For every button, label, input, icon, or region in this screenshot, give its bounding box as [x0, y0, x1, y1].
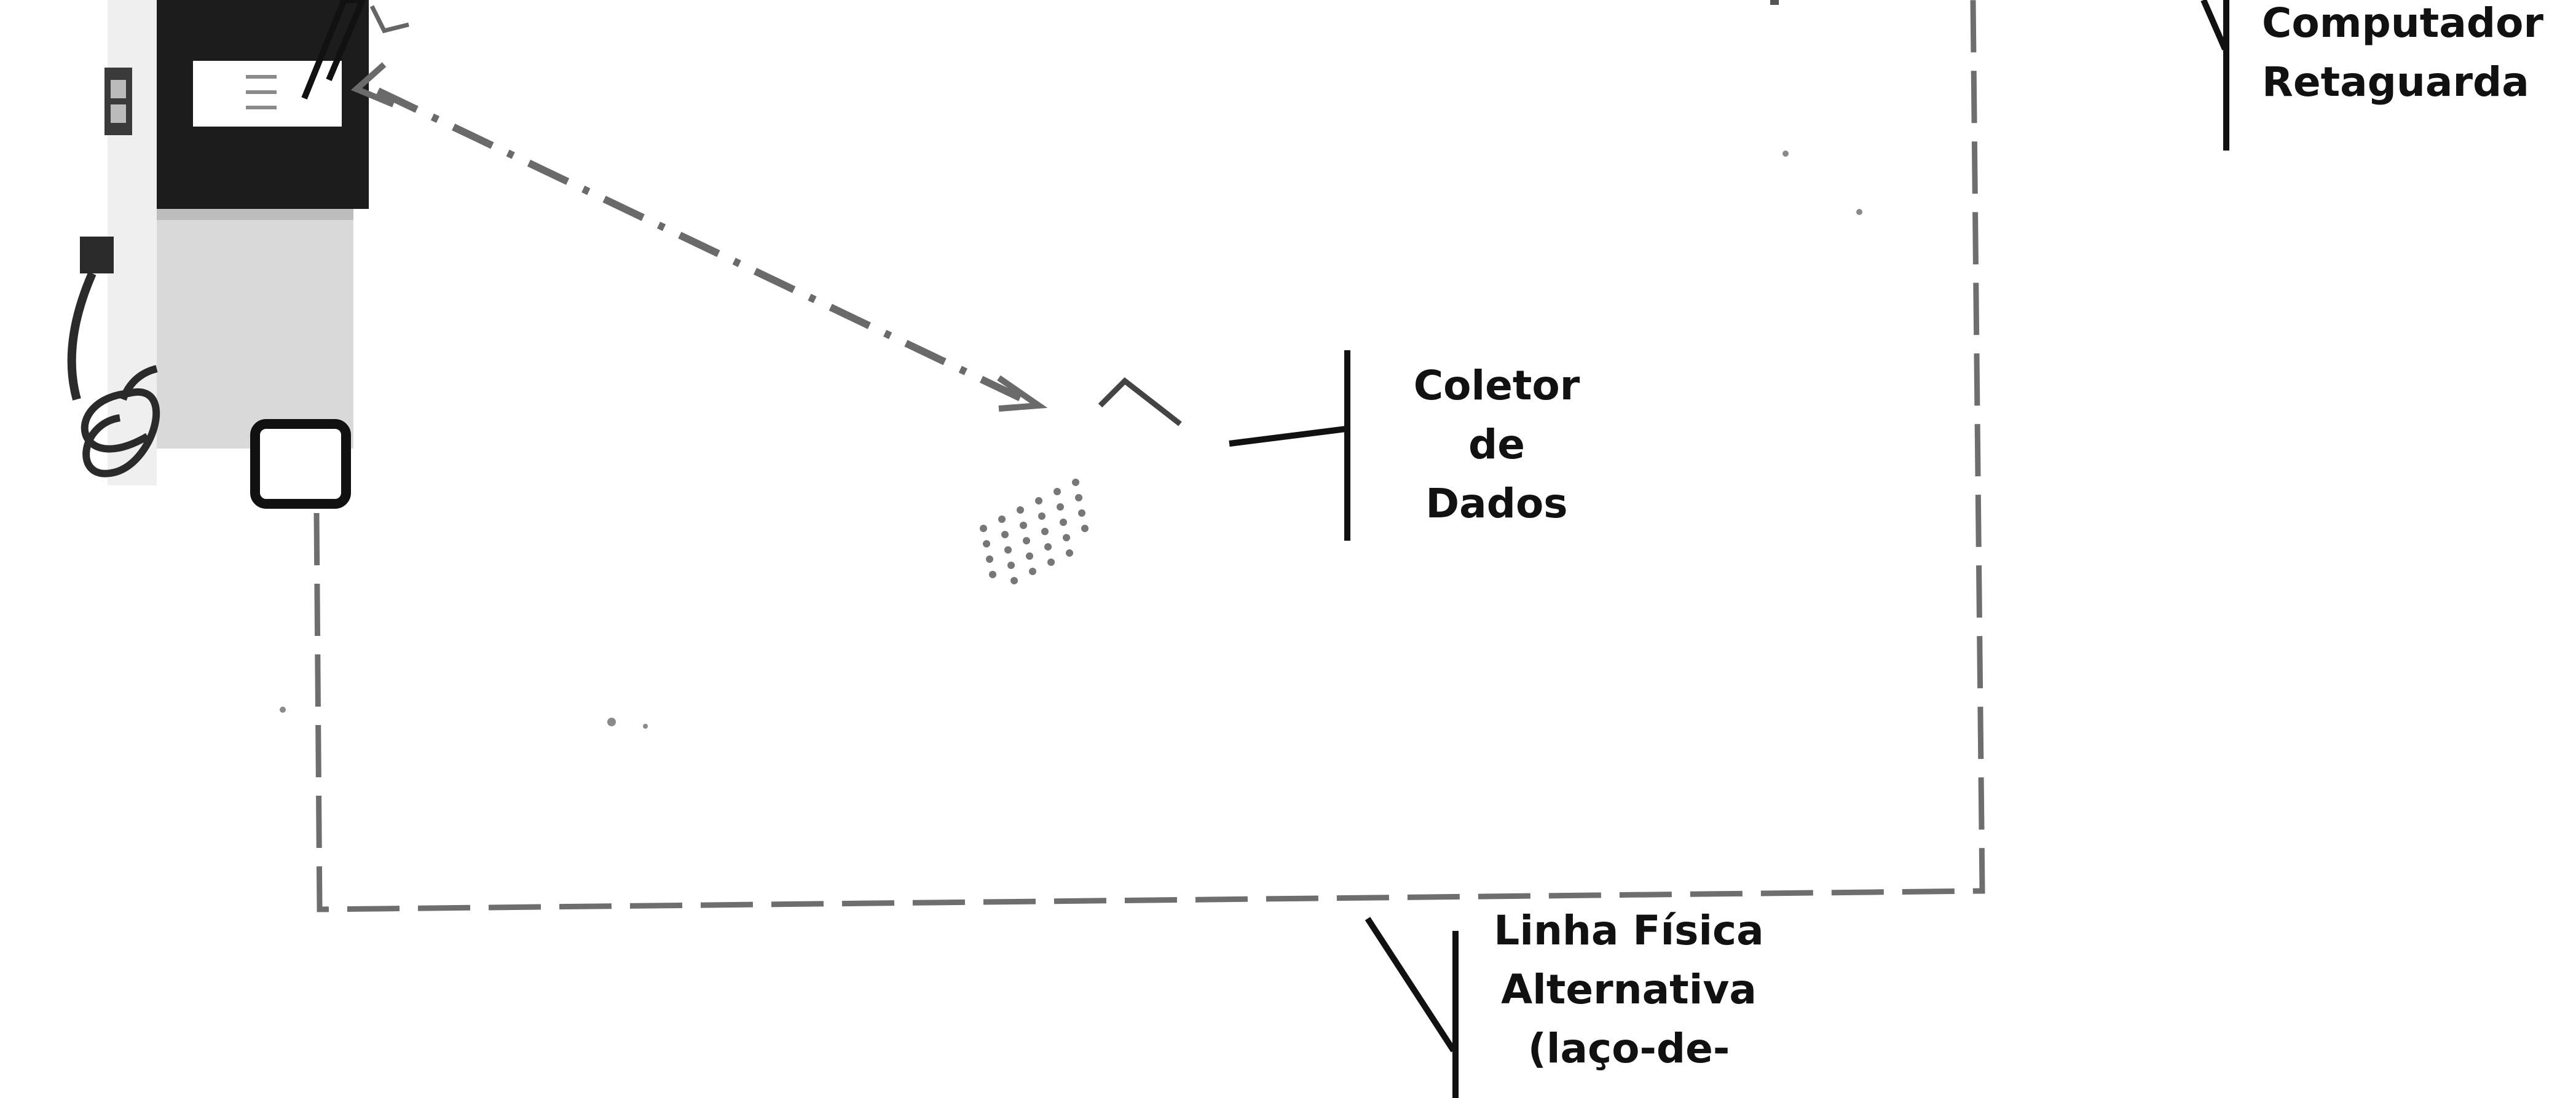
computador-label-line-1: Computador [2262, 0, 2544, 47]
collector-callout-leader [1229, 426, 1347, 447]
linha-label-line-3: (laço-de- [1527, 1025, 1730, 1072]
scan-speck [607, 718, 616, 726]
handheld-collector-icon [980, 479, 1089, 584]
coletor-label-line-1: Coletor [1413, 362, 1580, 409]
linha-label-line-2: Alternativa [1501, 966, 1757, 1013]
coletor-label-line-3: Dados [1425, 480, 1568, 527]
wireless-arrowhead-pump [350, 62, 395, 108]
linha-fisica-alternativa-label: Linha Física Alternativa (laço-de- [1475, 901, 1782, 1078]
scan-speck [643, 724, 648, 729]
loop-box-icon [250, 419, 351, 509]
coletor-de-dados-label: Coletor de Dados [1386, 356, 1607, 533]
linha-callout-leader [1365, 917, 1457, 1053]
scan-speck [1856, 209, 1862, 215]
signal-bolt-icon [301, 0, 366, 100]
collector-screen-outline [1098, 377, 1182, 426]
coletor-label-line-2: de [1468, 421, 1525, 468]
computador-retaguarda-label: Computador Retaguarda [2262, 0, 2544, 112]
alternative-line-loop [313, 0, 1985, 912]
wireless-arrowhead-collector [997, 375, 1048, 412]
fuel-pump-icon [67, 0, 369, 485]
wireless-link-line [376, 87, 1025, 403]
scan-speck [280, 707, 286, 713]
computador-label-line-2: Retaguarda [2262, 58, 2529, 106]
signal-arrowhead [369, 5, 409, 34]
scan-speck [1782, 151, 1789, 157]
scan-speck [1770, 0, 1779, 5]
linha-label-line-1: Linha Física [1494, 907, 1764, 954]
computador-callout-leader [2200, 0, 2228, 51]
